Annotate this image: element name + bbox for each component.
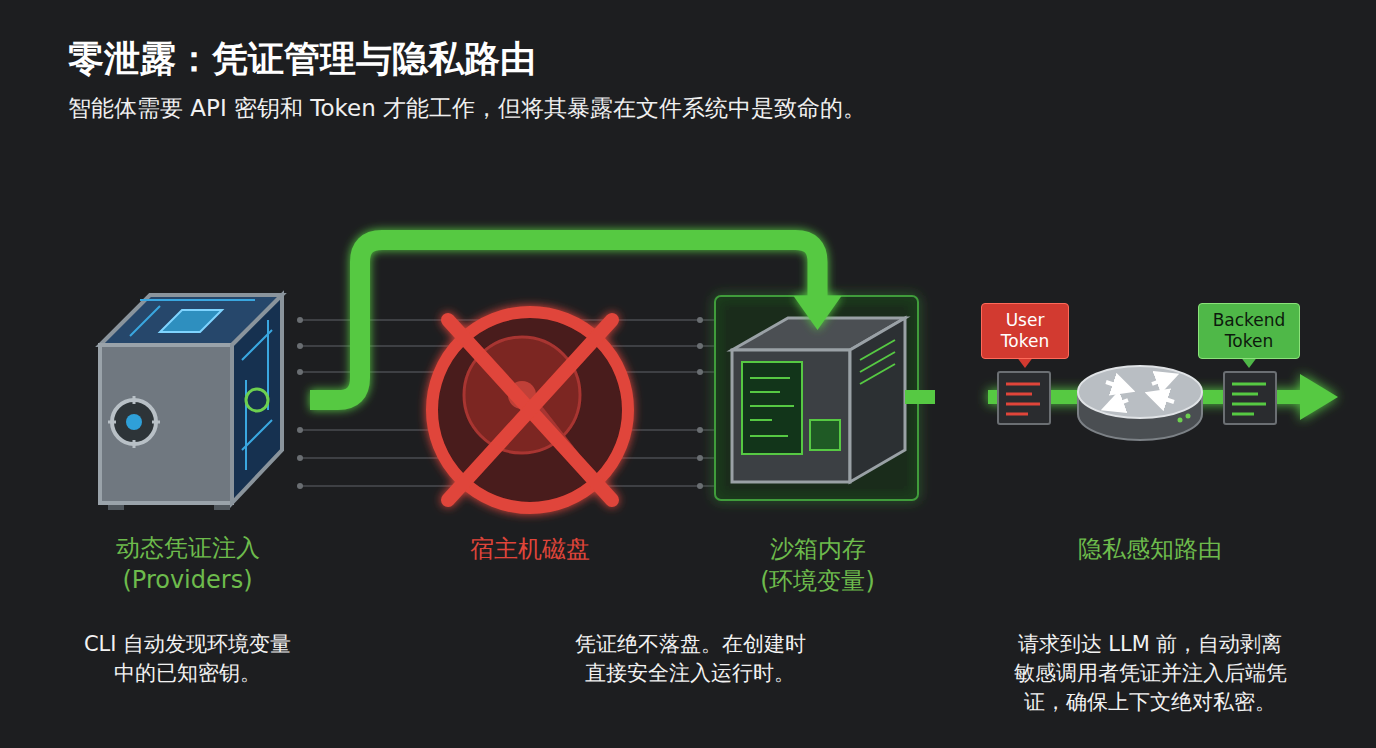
component-node: 沙箱内存 (环境变量)	[705, 330, 930, 600]
sandbox-icon	[742, 362, 802, 454]
safe-icon	[246, 389, 268, 411]
router-icon	[1078, 366, 1202, 418]
node-description: 请求到达 LLM 前，自动剥离敏感调用者凭证并注入后端凭证，确保上下文绝对私密。	[1010, 630, 1290, 717]
flow-connector	[310, 240, 818, 400]
router-icon	[1152, 378, 1168, 384]
node-heading: 宿主机磁盘	[440, 533, 620, 565]
token-docs	[1224, 372, 1276, 424]
faint-wires	[297, 343, 303, 349]
flow-connector	[794, 296, 842, 330]
node-heading: 动态凭证注入 (Providers)	[103, 532, 273, 596]
flow-connector	[930, 397, 990, 398]
router-icon	[1106, 382, 1124, 388]
faint-wires	[697, 483, 703, 489]
flow-connector	[310, 240, 842, 400]
token-docs	[1006, 384, 1040, 414]
faint-wires	[297, 369, 303, 375]
faint-wires	[297, 317, 303, 323]
faint-wires	[297, 455, 303, 461]
safe-icon	[126, 414, 142, 430]
router-icon	[1156, 396, 1174, 402]
node-heading: 隐私感知路由	[1065, 533, 1235, 565]
safe-icon	[232, 295, 282, 503]
note-text: 凭证绝不落盘。在创建时直接安全注入运行时。	[572, 630, 808, 688]
flow-connector	[930, 390, 990, 404]
diagram-title: 零泄露：凭证管理与隐私路由	[68, 36, 536, 82]
faint-wires	[297, 427, 303, 433]
component-node: 宿主机磁盘	[430, 300, 630, 570]
safe-icon	[160, 310, 222, 332]
diagram-caption: 智能体需要 API 密钥和 Token 才能工作，但将其暴露在文件系统中是致命的…	[68, 93, 866, 123]
token-callout: Backend Token	[1198, 303, 1300, 359]
callout-text: Backend Token	[1207, 310, 1291, 352]
component-node: 隐私感知路由请求到达 LLM 前，自动剥离敏感调用者凭证并注入后端凭证，确保上下…	[990, 365, 1310, 721]
faint-wires	[697, 317, 703, 323]
node-description: CLI 自动发现环境变量中的已知密钥。	[78, 630, 298, 688]
token-docs	[998, 372, 1050, 424]
safe-icon	[108, 396, 160, 448]
router-icon	[1112, 400, 1128, 406]
faint-wires	[697, 369, 703, 375]
faint-wires	[697, 427, 703, 433]
router-icon	[1186, 414, 1191, 419]
sandbox-icon	[715, 296, 935, 500]
sandbox-icon	[860, 340, 895, 384]
sandbox-icon	[850, 318, 905, 482]
sandbox-icon	[715, 296, 918, 500]
disk-icon	[448, 320, 612, 500]
callout-text: User Token	[990, 310, 1060, 352]
router-icon	[1106, 378, 1174, 406]
router-icon	[1078, 366, 1202, 440]
token-docs	[1232, 384, 1266, 414]
token-docs	[998, 356, 1276, 424]
safe-icon	[100, 345, 232, 503]
sandbox-icon	[750, 378, 794, 436]
node-heading: 沙箱内存 (环境变量)	[753, 533, 883, 597]
sandbox-icon	[732, 350, 850, 482]
safe-icon	[242, 320, 272, 470]
safe-icon	[112, 400, 156, 444]
safe-icon	[100, 295, 282, 510]
disk-icon	[432, 312, 628, 508]
component-node: 动态凭证注入 (Providers) CLI 自动发现环境变量中的已知密钥。	[65, 285, 310, 695]
route-line	[1300, 374, 1338, 420]
token-callout: User Token	[981, 303, 1069, 359]
sandbox-icon	[810, 420, 840, 450]
faint-wires	[697, 455, 703, 461]
disk-icon	[448, 320, 612, 500]
faint-wires	[697, 343, 703, 349]
faint-wires	[297, 483, 303, 489]
router-icon	[1178, 418, 1183, 423]
disk-icon	[432, 312, 628, 508]
